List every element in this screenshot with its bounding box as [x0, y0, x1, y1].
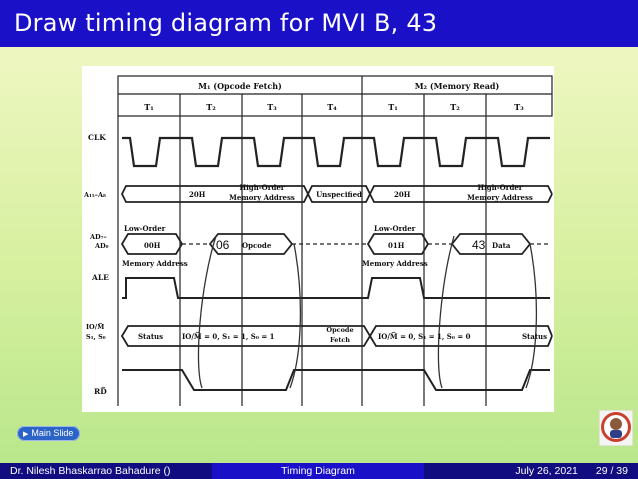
t-state: T₁: [144, 102, 153, 112]
signal-label-ad-a: AD₇–: [89, 233, 107, 241]
timing-diagram: M₁ (Opcode Fetch) M₂ (Memory Read) T₁ T₂…: [83, 75, 553, 406]
main-slide-label: Main Slide: [31, 428, 74, 438]
avatar: [598, 409, 634, 447]
signal-label-clk: CLK: [88, 133, 106, 142]
footer-author: Dr. Nilesh Bhaskarrao Bahadure (): [0, 463, 212, 479]
m1-status-values: IO/M̅ = 0, S₁ = 1, S₀ = 1: [182, 332, 275, 341]
m2-low-address: 01H: [388, 241, 405, 250]
machine-cycle-2: M₂ (Memory Read): [415, 81, 500, 91]
m2-status-values: IO/M̅ = 0, S₁ = 1, S₀ = 0: [378, 332, 471, 341]
signal-label-status-a: IO/M̅: [86, 322, 104, 331]
signal-label-ale: ALE: [91, 273, 109, 282]
presenter-photo: [598, 409, 634, 447]
footer-topic: Timing Diagram: [212, 463, 424, 479]
footer-date: July 26, 2021: [515, 465, 578, 477]
memory-address-low-label: Memory Address: [122, 259, 188, 268]
page-title: Draw timing diagram for MVI B, 43: [14, 9, 438, 37]
footer: Dr. Nilesh Bhaskarrao Bahadure () Timing…: [0, 463, 638, 479]
data-label: Data: [492, 241, 511, 250]
unspecified-label: Unspecified: [316, 190, 362, 199]
t-state: T₂: [450, 102, 460, 112]
opcode-label: Opcode: [242, 241, 272, 250]
t-state: T₃: [267, 102, 277, 112]
high-order-label: High-Order: [240, 183, 285, 192]
t-state: T₁: [388, 102, 397, 112]
title-bar: Draw timing diagram for MVI B, 43: [0, 0, 638, 47]
status-label-2: Status: [522, 332, 547, 341]
m1-low-address: 00H: [144, 241, 161, 250]
machine-cycle-1: M₁ (Opcode Fetch): [198, 81, 282, 91]
status-label: Status: [138, 332, 163, 341]
memory-address-label-2: Memory Address: [467, 193, 533, 202]
t-state: T₂: [206, 102, 216, 112]
footer-right: July 26, 2021 29 / 39: [424, 463, 638, 479]
play-arrow-icon: ▶: [23, 431, 29, 438]
t-state: T₃: [514, 102, 524, 112]
memory-address-low-label-2: Memory Address: [362, 259, 428, 268]
signal-label-ad-b: AD₀: [94, 242, 109, 250]
signal-label-status-b: S₁, S₀: [86, 333, 106, 341]
signal-label-address-high: A₁₅–A₈: [83, 191, 106, 199]
low-order-label: Low-Order: [124, 224, 166, 233]
m1-high-address: 20H: [189, 190, 206, 199]
opcode-fetch-label-b: Fetch: [330, 336, 350, 344]
signal-label-rd: RD̅: [94, 387, 107, 396]
opcode-fetch-label-a: Opcode: [326, 326, 353, 334]
main-slide-button[interactable]: ▶Main Slide: [17, 426, 81, 441]
footer-page: 29 / 39: [595, 465, 628, 477]
handwritten-opcode: 06: [216, 238, 230, 252]
low-order-label-2: Low-Order: [374, 224, 416, 233]
t-state: T₄: [327, 102, 337, 112]
handwritten-data: 43: [472, 238, 486, 252]
m2-high-address: 20H: [394, 190, 411, 199]
timing-diagram-figure: M₁ (Opcode Fetch) M₂ (Memory Read) T₁ T₂…: [82, 66, 554, 412]
high-order-label-2: High-Order: [478, 183, 523, 192]
memory-address-label: Memory Address: [229, 193, 295, 202]
